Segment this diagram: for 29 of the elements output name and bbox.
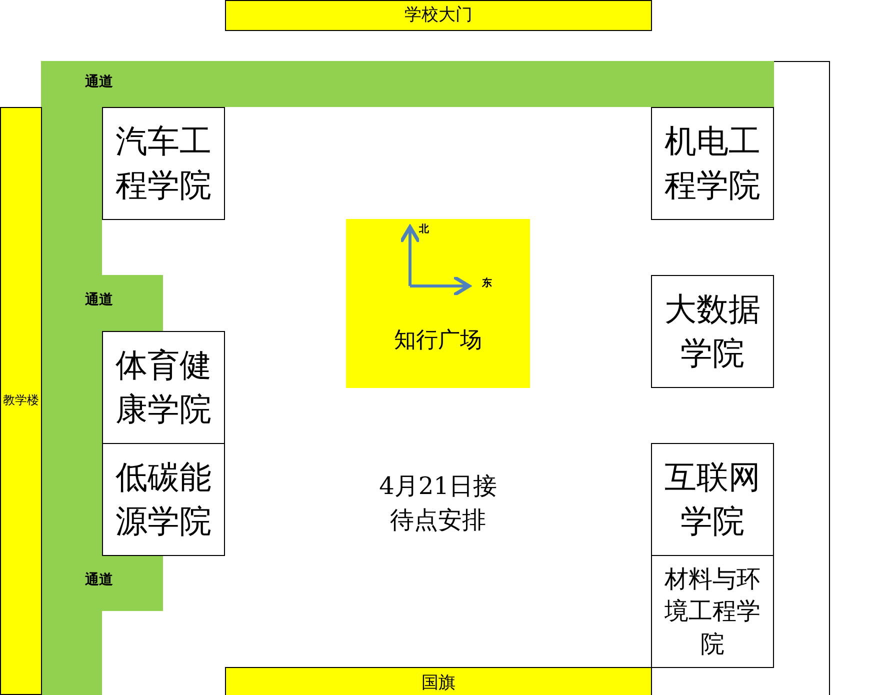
college-box <box>102 331 225 444</box>
place-name: 机电工程学院 <box>664 121 762 206</box>
building-box <box>0 107 42 695</box>
walkway-label: 通道 <box>85 291 113 310</box>
college-box <box>651 555 774 668</box>
place-name: 材料与环境工程学院 <box>664 564 762 660</box>
walkway-label: 通道 <box>85 571 113 590</box>
place-name: 互联网学院 <box>664 457 762 542</box>
walkway-band <box>41 61 774 695</box>
college-box <box>102 443 225 556</box>
compass-label: 北 <box>419 222 429 236</box>
college-box <box>651 107 774 220</box>
heading-text: 4月21日接待点安排 <box>378 471 498 536</box>
place-name: 学校大门 <box>404 4 472 27</box>
place-name: 体育健康学院 <box>114 345 212 430</box>
place-name: 国旗 <box>422 672 456 694</box>
plaza-box <box>346 219 530 388</box>
place-name: 知行广场 <box>394 327 482 356</box>
place-name: 低碳能源学院 <box>114 457 212 542</box>
place-name: 汽车工程学院 <box>114 121 212 206</box>
building-label: 教学楼 <box>3 393 39 409</box>
flag-box <box>225 667 652 695</box>
walkway-label: 通道 <box>85 73 113 92</box>
college-box <box>651 275 774 388</box>
college-box <box>651 443 774 556</box>
place-name: 大数据学院 <box>664 289 762 374</box>
compass-label: 东 <box>482 276 492 290</box>
college-box <box>102 107 225 220</box>
gate-box <box>225 0 652 31</box>
